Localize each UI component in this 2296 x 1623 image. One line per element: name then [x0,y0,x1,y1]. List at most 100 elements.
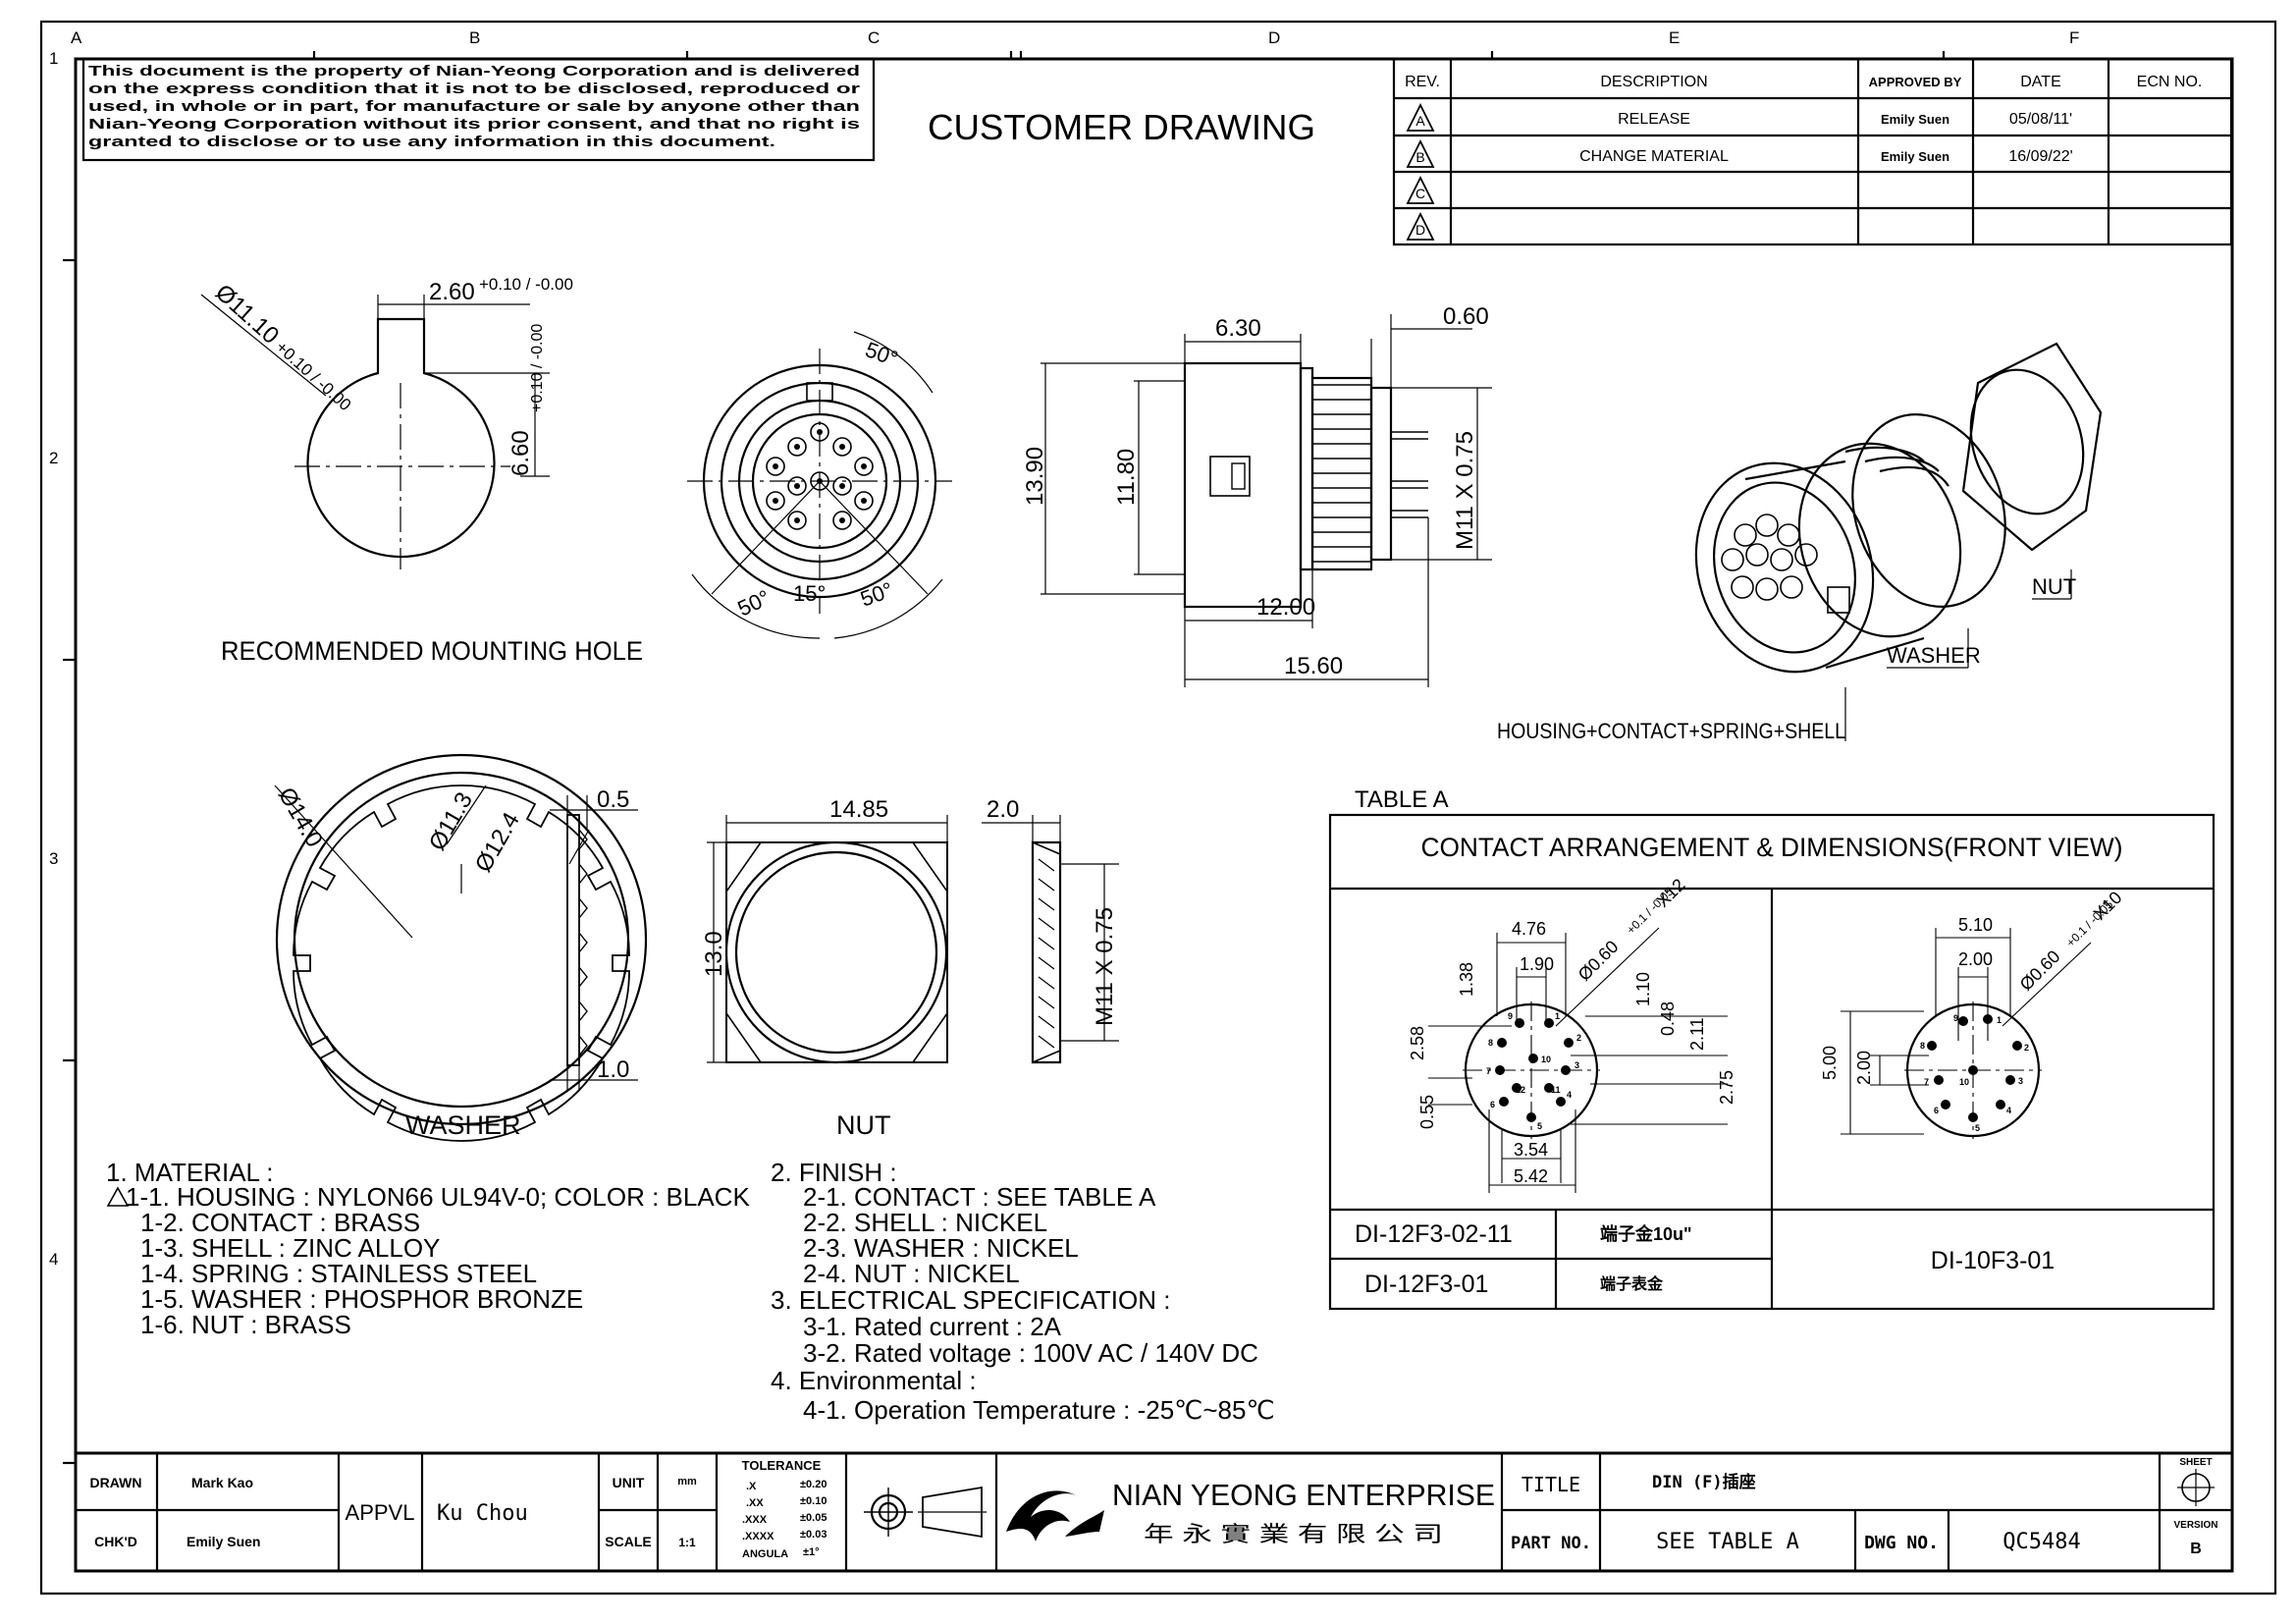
svg-text:2.75: 2.75 [1717,1070,1736,1105]
svg-text:REV.: REV. [1405,74,1440,90]
svg-text:6: 6 [1934,1106,1939,1115]
svg-text:DWG NO.: DWG NO. [1864,1533,1939,1553]
svg-text:3.54: 3.54 [1514,1140,1548,1160]
svg-text:UNIT: UNIT [613,1475,645,1490]
svg-text:9: 9 [1508,1011,1513,1021]
svg-text:8: 8 [1920,1041,1925,1051]
svg-text:DATE: DATE [2020,74,2060,90]
svg-text:DI-12F3-01: DI-12F3-01 [1364,1271,1488,1298]
svg-text:3: 3 [49,849,58,868]
svg-text:TITLE: TITLE [1522,1473,1580,1496]
rev-b-flag-icon [106,1186,130,1207]
svg-text:Emily Suen: Emily Suen [1881,112,1949,127]
svg-text:11: 11 [1551,1085,1561,1095]
svg-text:13.90: 13.90 [1022,447,1048,506]
svg-text:5.10: 5.10 [1958,915,1993,935]
front-view-drawing [687,331,952,639]
svg-text:HOUSING+CONTACT+SPRING+SHELL: HOUSING+CONTACT+SPRING+SHELL [1497,719,1845,743]
washer-drawing [274,753,648,1142]
svg-text:年 永 實 業 有 限 公 司: 年 永 實 業 有 限 公 司 [1144,1522,1443,1546]
svg-text:DRAWN: DRAWN [90,1475,142,1490]
nut-drawing [707,815,1119,1064]
svg-text:15°: 15° [793,581,826,606]
svg-text:DIN (F)插座: DIN (F)插座 [1652,1472,1756,1492]
side-view-drawing [1041,314,1492,687]
svg-text:端子金10u": 端子金10u" [1600,1223,1692,1244]
svg-text:Ø11.3: Ø11.3 [424,787,478,855]
svg-text:7: 7 [1486,1066,1491,1076]
svg-text:4.76: 4.76 [1512,919,1546,939]
title-block [74,1451,2234,1573]
svg-text:DI-12F3-02-11: DI-12F3-02-11 [1355,1220,1513,1248]
svg-text:7: 7 [1924,1077,1929,1087]
svg-text:Emily Suen: Emily Suen [187,1534,260,1549]
svg-text:.XXX: .XXX [742,1514,768,1526]
revision-table-text: REV. DESCRIPTION APPROVED BY DATE ECN NO… [1405,74,2202,238]
svg-text:C: C [1415,186,1425,201]
svg-text:E: E [1669,28,1680,47]
svg-text:M11 X 0.75: M11 X 0.75 [1092,907,1118,1026]
svg-text:1-2. CONTACT : BRASS: 1-2. CONTACT : BRASS [140,1208,420,1237]
svg-text:16/09/22': 16/09/22' [2008,148,2072,165]
svg-text:1-4. SPRING : STAINLESS STEEL: 1-4. SPRING : STAINLESS STEEL [140,1259,537,1288]
svg-text:13.0: 13.0 [701,931,727,977]
svg-text:1-6. NUT : BRASS: 1-6. NUT : BRASS [140,1310,351,1339]
svg-text:6.60: 6.60 [507,430,534,476]
svg-text:Emily Suen: Emily Suen [1881,149,1949,164]
svg-text:NIAN YEONG ENTERPRISE: NIAN YEONG ENTERPRISE [1112,1478,1495,1512]
svg-text:CHK'D: CHK'D [94,1534,137,1549]
svg-text:Ø12.4: Ø12.4 [470,808,525,877]
svg-text:5.42: 5.42 [1514,1166,1548,1186]
svg-text:50°: 50° [734,585,774,622]
svg-text:±0.10: ±0.10 [800,1495,827,1507]
svg-text:2-2. SHELL : NICKEL: 2-2. SHELL : NICKEL [803,1208,1047,1237]
svg-text:TOLERANCE: TOLERANCE [742,1458,822,1473]
contact-pins [766,422,2022,1122]
svg-text:4-1. Operation Temperature :: 4-1. Operation Temperature : -25℃~85℃ [803,1395,1275,1425]
notes-material: 1. MATERIAL : 1-1. HOUSING : NYLON66 UL9… [106,1158,750,1339]
svg-text:0.60: 0.60 [1443,303,1489,330]
svg-text:C: C [868,28,880,47]
svg-text:WASHER: WASHER [1887,643,1981,668]
svg-text:10: 10 [1959,1077,1969,1087]
svg-text:0.5: 0.5 [597,786,629,813]
svg-text:6: 6 [1490,1100,1495,1109]
svg-text:VERSION: VERSION [2173,1520,2217,1531]
nut-labels: NUT 14.85 2.0 13.0 M11 X 0.75 [701,796,1118,1140]
disclaimer-box [81,57,876,162]
svg-text:.X: .X [746,1481,757,1492]
svg-text:6.30: 6.30 [1215,315,1261,342]
svg-text:SHEET: SHEET [2179,1457,2212,1468]
revision-table [1392,57,2233,246]
svg-text:.XX: .XX [746,1497,764,1509]
contact-arrangement-12 [1428,927,1728,1193]
svg-text:5.00: 5.00 [1820,1046,1840,1080]
svg-text:M11 X 0.75: M11 X 0.75 [1452,431,1478,550]
svg-text:B: B [1415,149,1424,165]
svg-text:1-5. WASHER : PHOSPHOR BRONZE: 1-5. WASHER : PHOSPHOR BRONZE [140,1284,583,1314]
svg-text:granted to disclose or to use: granted to disclose or to use any inform… [88,134,775,150]
svg-text:1-1. HOUSING : NYLON66 UL94V: 1-1. HOUSING : NYLON66 UL94V-0; COLOR : … [126,1182,750,1212]
svg-text:B: B [469,28,480,47]
svg-text:3: 3 [2018,1076,2023,1086]
svg-text:14.85: 14.85 [829,796,888,823]
svg-text:1: 1 [49,49,58,68]
svg-text:50°: 50° [862,337,901,371]
svg-text:2.11: 2.11 [1687,1017,1707,1051]
table-a-right-pin-numbers: 1 2 3 4 5 6 7 8 9 10 [1920,1013,2029,1133]
washer-labels: WASHER Ø14.0 Ø11.3 Ø12.4 0.5 1.0 [273,784,630,1141]
svg-text:2.00: 2.00 [1854,1051,1874,1085]
mounting-hole-drawing [200,294,550,569]
svg-text:1-3. SHELL : ZINC ALLOY: 1-3. SHELL : ZINC ALLOY [140,1233,440,1263]
svg-text:3-1. Rated current : 2A: 3-1. Rated current : 2A [803,1312,1062,1341]
svg-text:2.58: 2.58 [1408,1026,1427,1060]
svg-text:2: 2 [49,449,58,467]
svg-text:RELEASE: RELEASE [1618,111,1690,128]
svg-text:15.60: 15.60 [1284,653,1343,679]
svg-text:Nian-Yeong Corporation without: Nian-Yeong Corporation without its prior… [88,116,860,133]
svg-text:DESCRIPTION: DESCRIPTION [1600,74,1707,90]
svg-text:4: 4 [49,1250,58,1269]
svg-text:Ø11.10: Ø11.10 [210,279,284,350]
svg-text:F: F [2069,28,2079,47]
